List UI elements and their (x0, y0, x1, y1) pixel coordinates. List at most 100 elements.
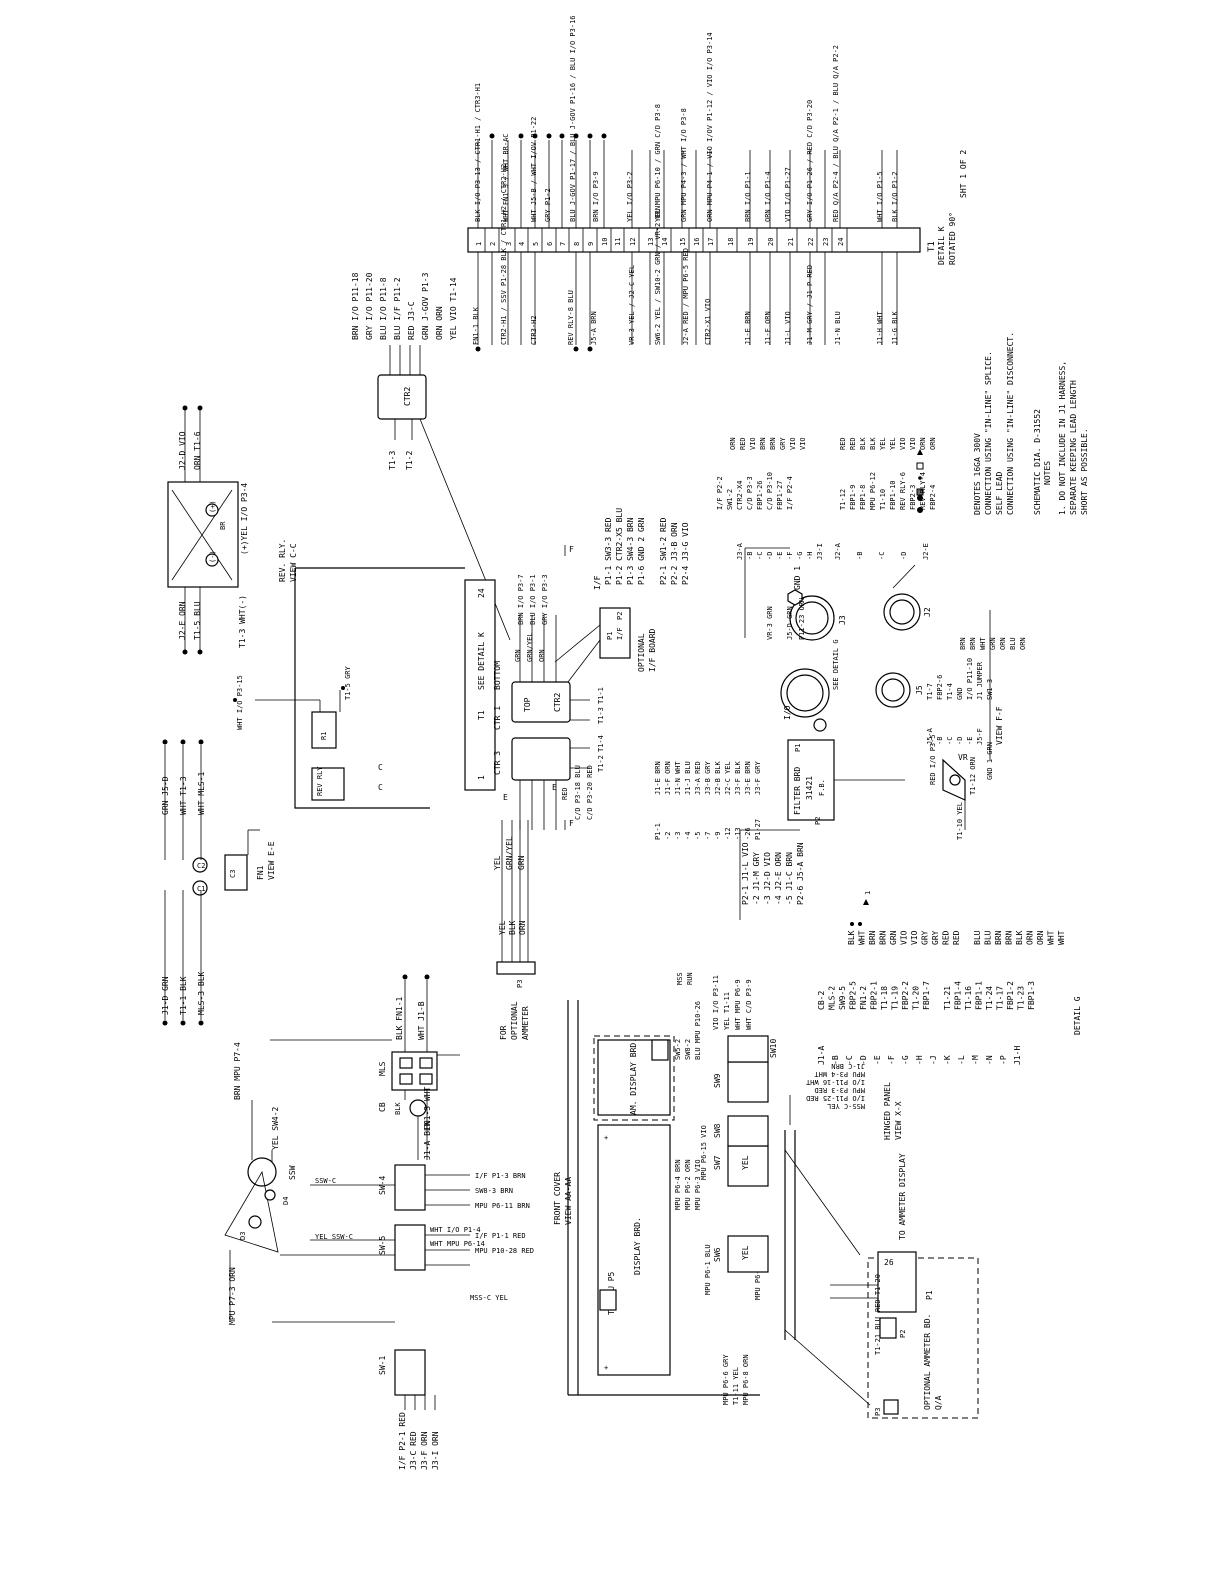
sheet-label: SHT 1 OF 2 (959, 150, 968, 198)
detail-g-wire: T1-19 (891, 986, 900, 1010)
ammeter-p1 (877, 1251, 917, 1313)
if-table-pin: -5 (694, 832, 702, 840)
p3-label: P3 (516, 980, 524, 988)
t1-body-see-detail: SEE DETAIL K (477, 632, 486, 690)
ssw-wire-orn: MPU P7-3 ORN (228, 1267, 237, 1325)
t1-terminal-20: 20 (767, 238, 775, 246)
fn1-view: C2 C1 C3 FN1 VIEW E-E GRN J5-D WHT T1-3 … (161, 739, 276, 1026)
rev-rly-box-label: REV RLY (316, 766, 324, 796)
rev-rly-br: BR (219, 521, 227, 530)
sw10-wire: WHT MPU P6-9 (734, 979, 742, 1030)
t1-left-wire: J1-G BLK (891, 310, 899, 345)
sw9-body (727, 1061, 769, 1103)
ctr2-wire: GRN J-GOV P1-3 (421, 272, 430, 340)
j3-wire: I/F P2-4 (786, 476, 794, 510)
legend-line: DENOTES 16GA 300V (973, 433, 982, 515)
section-e-right: E (552, 783, 557, 792)
fn1-wire-wht: WHT T1-3 (179, 776, 188, 815)
if-table-wire: J3-B GRY (704, 760, 712, 795)
j3-pin: -E (776, 552, 784, 560)
detail-g-wire: FBP1-3 (1027, 981, 1036, 1010)
section-c-right: C (378, 763, 383, 772)
t1-terminal-13: 13 (647, 238, 655, 246)
if-list-item: P1-3 SW4-3 BRN (626, 517, 635, 585)
p3-optional: OPTIONAL (510, 1001, 519, 1040)
detail-g-wire: SW9-5 (838, 986, 847, 1010)
t1-main-block: T1 SEE DETAIL K 24 1 CTR 1 BOTTOM TOP CT… (233, 545, 605, 830)
t1-terminal-23: 23 (822, 238, 830, 246)
detail-g-pin: -E (873, 1055, 882, 1065)
detail-g-color: WHT (1047, 930, 1056, 945)
j2-wire: REV RLY-4 (919, 472, 927, 510)
t1-terminal-21: 21 (787, 238, 795, 246)
sw4-wire: I/F P1-3 BRN (475, 1172, 526, 1180)
p3-wire-blk: BLK (508, 920, 517, 935)
ctr-ref: T1-2 (597, 755, 605, 772)
rev-rly-plus (205, 503, 219, 517)
display-wire: T1-11 YEL (732, 1367, 740, 1405)
ammeter-bd-title: OPTIONAL AMMETER BD. (923, 1314, 932, 1410)
t1-left-wire: CTR2-X1 VIO (704, 299, 712, 345)
p3-for: FOR (499, 1025, 508, 1040)
detail-g-color: GRY (921, 930, 930, 945)
if-table-wire: J2-C YEL (724, 761, 732, 795)
display-wire: MPU P6-6 GRY (722, 1354, 730, 1405)
ammeter-p2 (879, 1317, 897, 1339)
if-table-wire: J3-A RED (694, 761, 702, 795)
t1-right-wire: BRN I/O P1-1 (744, 171, 752, 222)
sw1-wire: J3-C RED (409, 1431, 418, 1470)
sw10-body (727, 1035, 769, 1063)
if-board-title: OPTIONAL (637, 633, 646, 672)
sw6-label: SW6 (713, 1247, 722, 1262)
fn1-pin-c2: C2 (197, 862, 205, 870)
if-list-item: P1-1 SW3-3 RED (604, 517, 613, 585)
t1-right-wire: VIO I/O P1-27 (784, 167, 792, 222)
mls-wire-wht: WHT J1-B (417, 1001, 426, 1040)
j3-pin: J3-A (736, 542, 744, 560)
vr-label: VR (958, 753, 968, 762)
ssw-wire-brn: BRN MPU P7-4 (233, 1042, 242, 1100)
detail-g-color: BRN (994, 930, 1003, 945)
t1-terminal-8: 8 (573, 242, 581, 246)
j5-view: VIEW F-F (995, 706, 1004, 745)
detail-g-wire: FBP1-7 (922, 981, 931, 1010)
if-table-pin: -9 (714, 832, 722, 840)
t1-terminal-14: 14 (661, 238, 669, 246)
t1-right-wire: RED Q/A P2-4 / BLU Q/A P2-1 / BLU Q/A P2… (832, 45, 840, 222)
ctr2-ref-t1-2: T1-2 (405, 451, 414, 470)
t1-chassis-outline (294, 568, 430, 809)
rev-rly-view-ref: VIEW C-C (289, 543, 298, 582)
j2-side-wire: GRN (989, 637, 997, 650)
t1-terminal-6: 6 (546, 242, 554, 246)
j2-wire: FBP2-3 (909, 485, 917, 510)
t1-left-wire: J2-A RED / MPU P6-5 RED (682, 248, 690, 345)
j2-pin: -D (900, 552, 908, 560)
ammeter-p3 (883, 1399, 899, 1415)
legend-line: SCHEMATIC DIA. D-31552 (1033, 409, 1042, 515)
ctr2-wire: ORN ORN (435, 306, 444, 340)
hinged-top-label: MSS (676, 972, 684, 985)
j2-side-wire: BLU (1009, 637, 1017, 650)
t1-terminal-22: 22 (807, 238, 815, 246)
t1-left-wire: J1-N BLU (834, 311, 842, 345)
t1-terminal-11: 11 (614, 238, 622, 246)
detail-g-color: GRN (889, 930, 898, 945)
fn1-pin-c1: C1 (197, 885, 205, 893)
j2-side-wire: WHT (979, 637, 987, 650)
j2-side-wire: BRN (959, 637, 967, 650)
t1-right-wire: ORN I/O P1-4 (764, 171, 772, 222)
fb-p2-item: -2 J1-M GRY (752, 852, 761, 905)
t1-terminal-24: 24 (837, 238, 845, 246)
detail-g-wire: FBP2-5 (849, 981, 858, 1010)
ctr2-wire: BLU I/O P11-8 (379, 277, 388, 340)
detail-g-pin: -D (859, 1055, 868, 1065)
if-table-pin: -13 (734, 827, 742, 840)
sw1-label: SW-1 (378, 1356, 387, 1375)
display-brd-body (597, 1124, 671, 1376)
ctr-ref-labels: T1-1T1-3T1-4T1-2 (597, 687, 605, 772)
